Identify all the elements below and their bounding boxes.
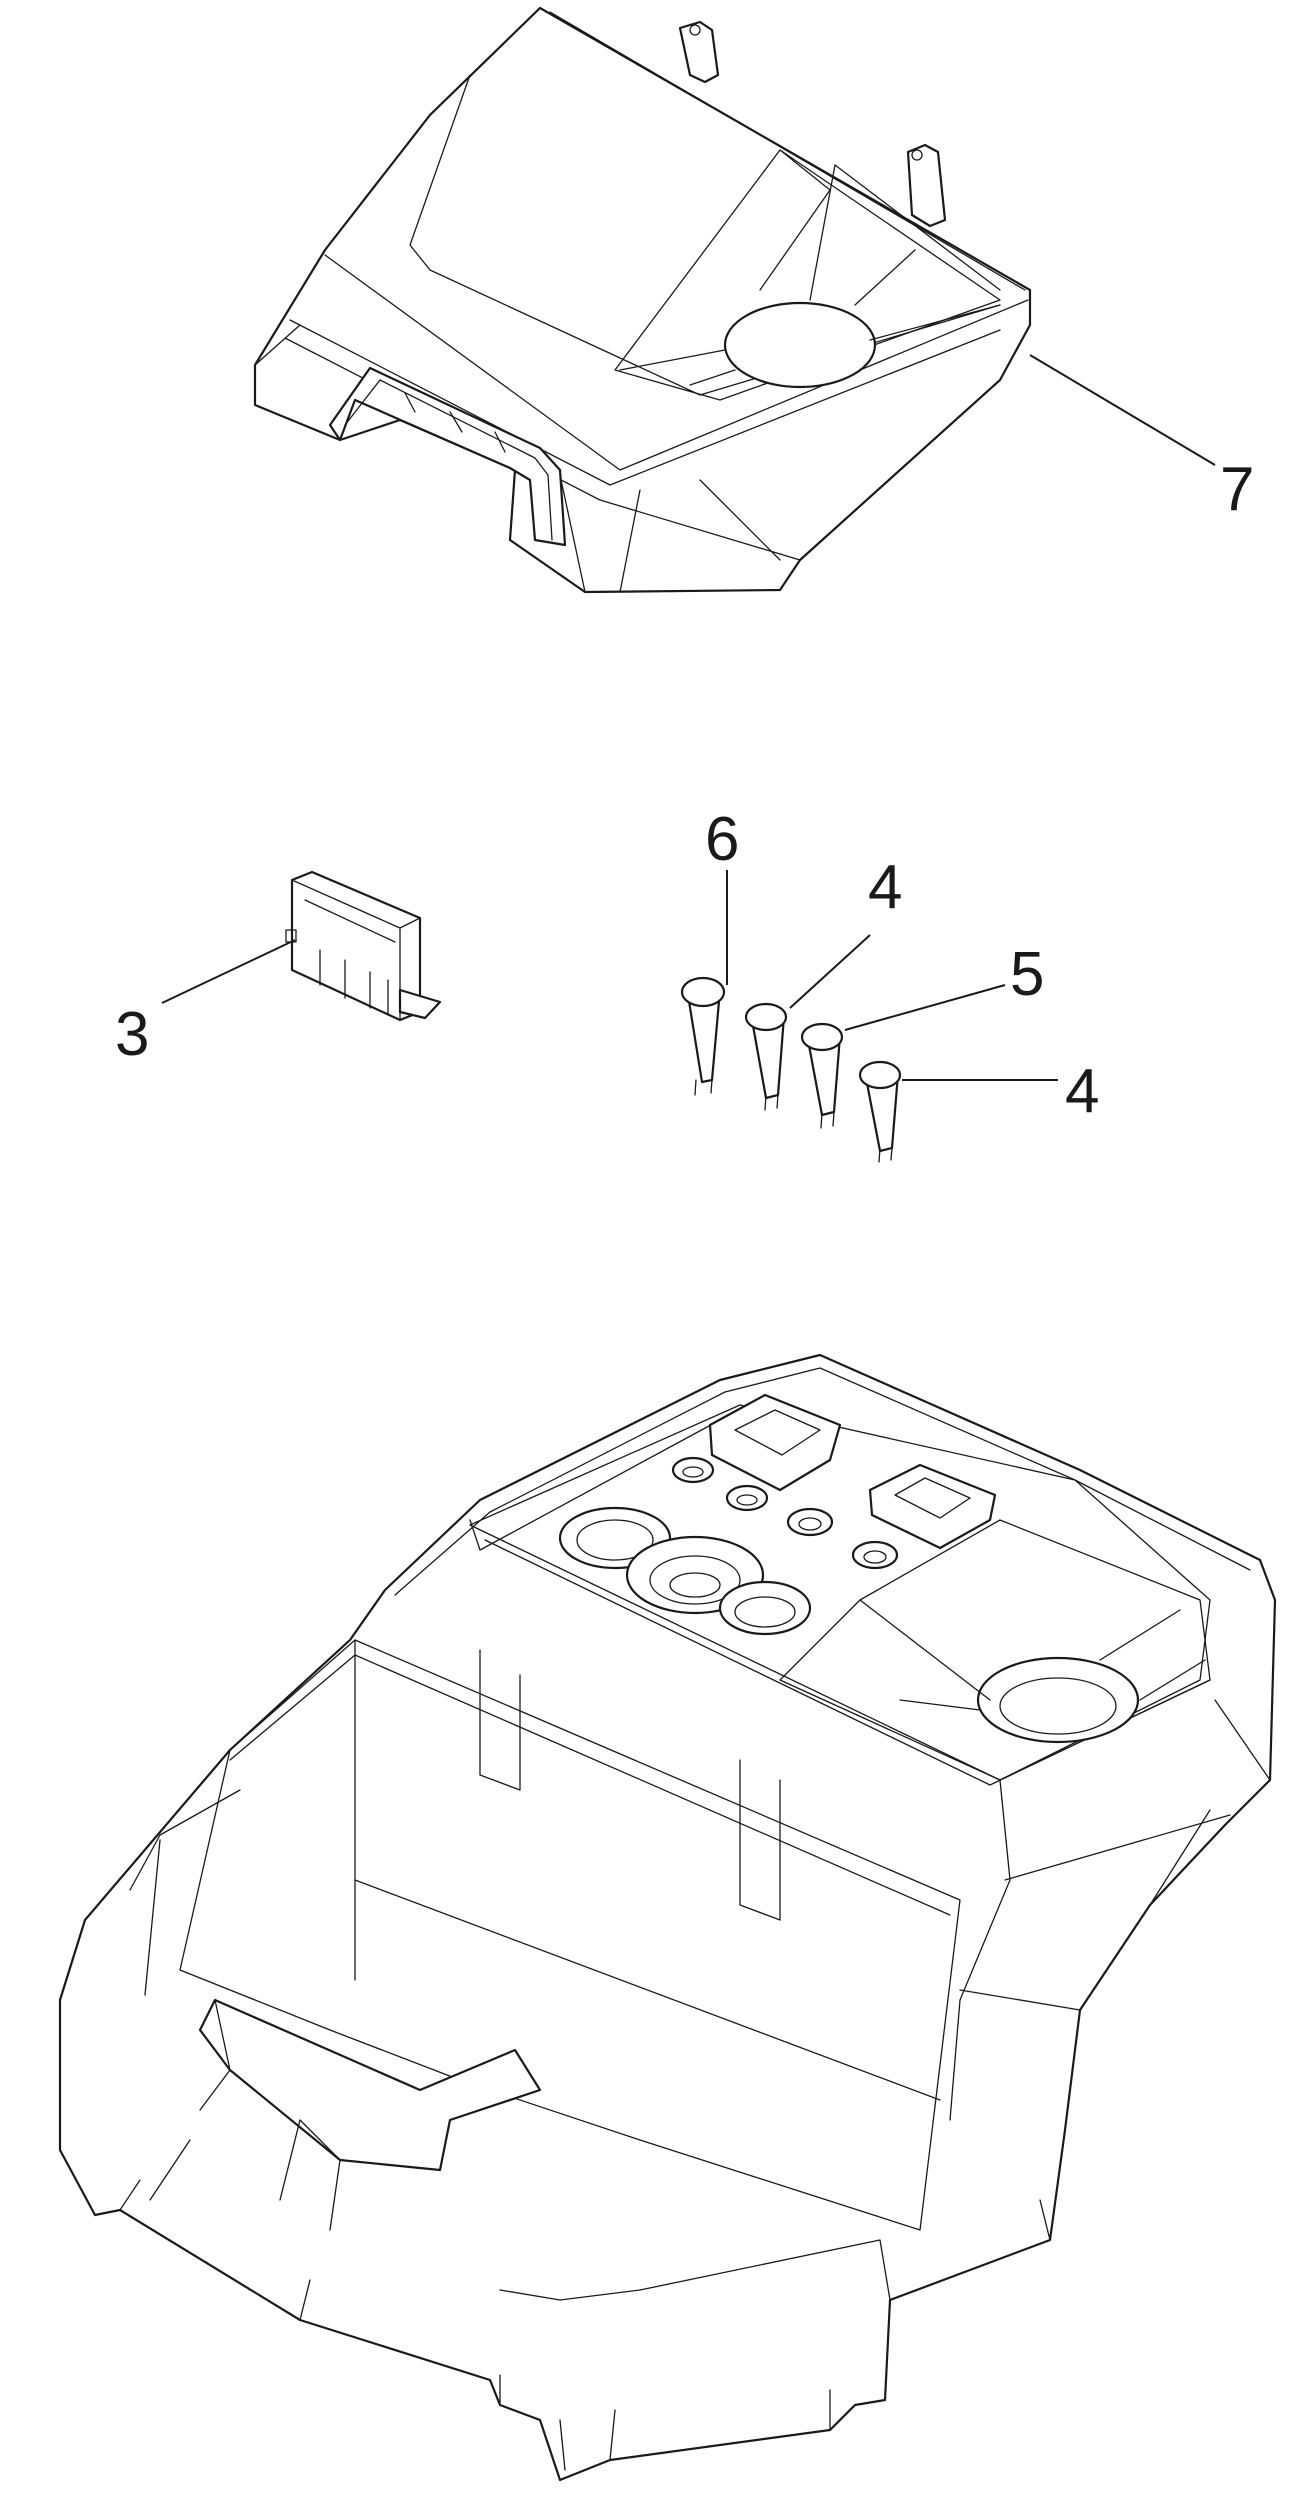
leader-line-3 bbox=[161, 939, 296, 1004]
callout-3: 3 bbox=[115, 1000, 149, 1069]
control-knob-6 bbox=[680, 976, 726, 1096]
callout-6: 6 bbox=[705, 805, 739, 874]
control-knob-5 bbox=[800, 1022, 844, 1129]
leader-line-5 bbox=[844, 984, 1006, 1031]
top-cover-part bbox=[253, 6, 1032, 594]
callout-4-lower: 4 bbox=[1065, 1057, 1099, 1126]
main-housing-part bbox=[58, 1353, 1277, 2482]
callout-7: 7 bbox=[1220, 455, 1254, 524]
leader-line-7 bbox=[1029, 354, 1216, 466]
callout-5: 5 bbox=[1010, 940, 1044, 1009]
callout-4-upper: 4 bbox=[868, 853, 902, 922]
control-knob-4-lower bbox=[858, 1060, 902, 1163]
receptacle-part bbox=[285, 870, 442, 1022]
control-knob-4-upper bbox=[744, 1002, 788, 1111]
leader-line-4-upper bbox=[789, 934, 871, 1009]
